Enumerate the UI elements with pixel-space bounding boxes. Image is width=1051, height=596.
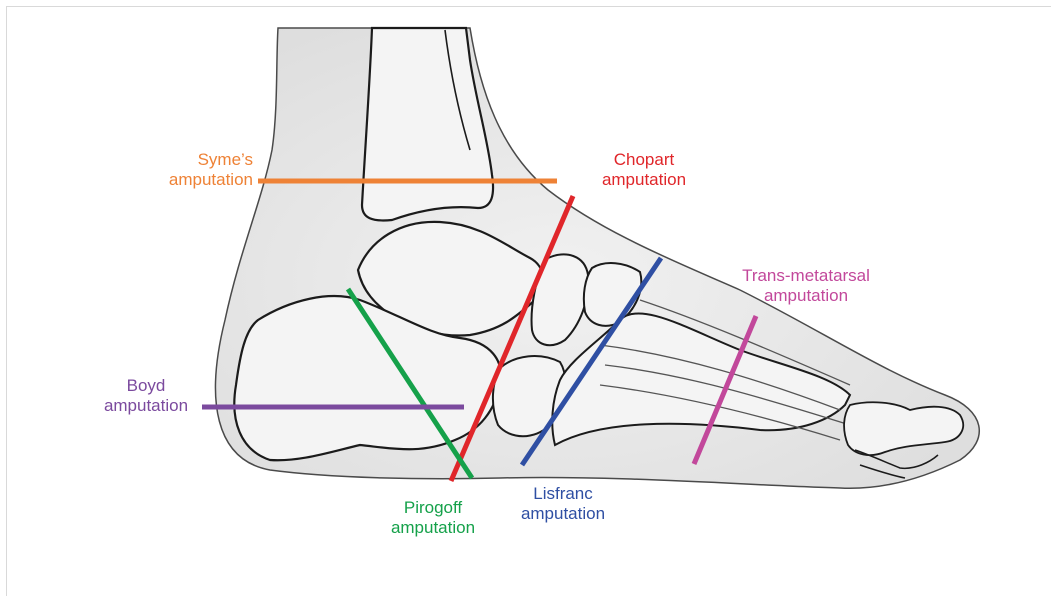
chopart-label-line1: Chopart xyxy=(586,150,702,170)
lisfranc-amputation-label: Lisfranc amputation xyxy=(508,484,618,524)
boyd-label-line1: Boyd xyxy=(96,376,196,396)
transmetatarsal-amputation-label: Trans-metatarsal amputation xyxy=(728,266,884,306)
pirogoff-label-line1: Pirogoff xyxy=(378,498,488,518)
syme-label-line2: amputation xyxy=(130,170,253,190)
lisfranc-label-line1: Lisfranc xyxy=(508,484,618,504)
transmetatarsal-label-line2: amputation xyxy=(728,286,884,306)
syme-label-line1: Syme’s xyxy=(130,150,253,170)
chopart-amputation-label: Chopart amputation xyxy=(586,150,702,190)
boyd-label-line2: amputation xyxy=(96,396,196,416)
chopart-label-line2: amputation xyxy=(586,170,702,190)
pirogoff-amputation-label: Pirogoff amputation xyxy=(378,498,488,538)
lisfranc-label-line2: amputation xyxy=(508,504,618,524)
syme-amputation-label: Syme’s amputation xyxy=(130,150,253,190)
transmetatarsal-label-line1: Trans-metatarsal xyxy=(728,266,884,286)
boyd-amputation-label: Boyd amputation xyxy=(96,376,196,416)
pirogoff-label-line2: amputation xyxy=(378,518,488,538)
